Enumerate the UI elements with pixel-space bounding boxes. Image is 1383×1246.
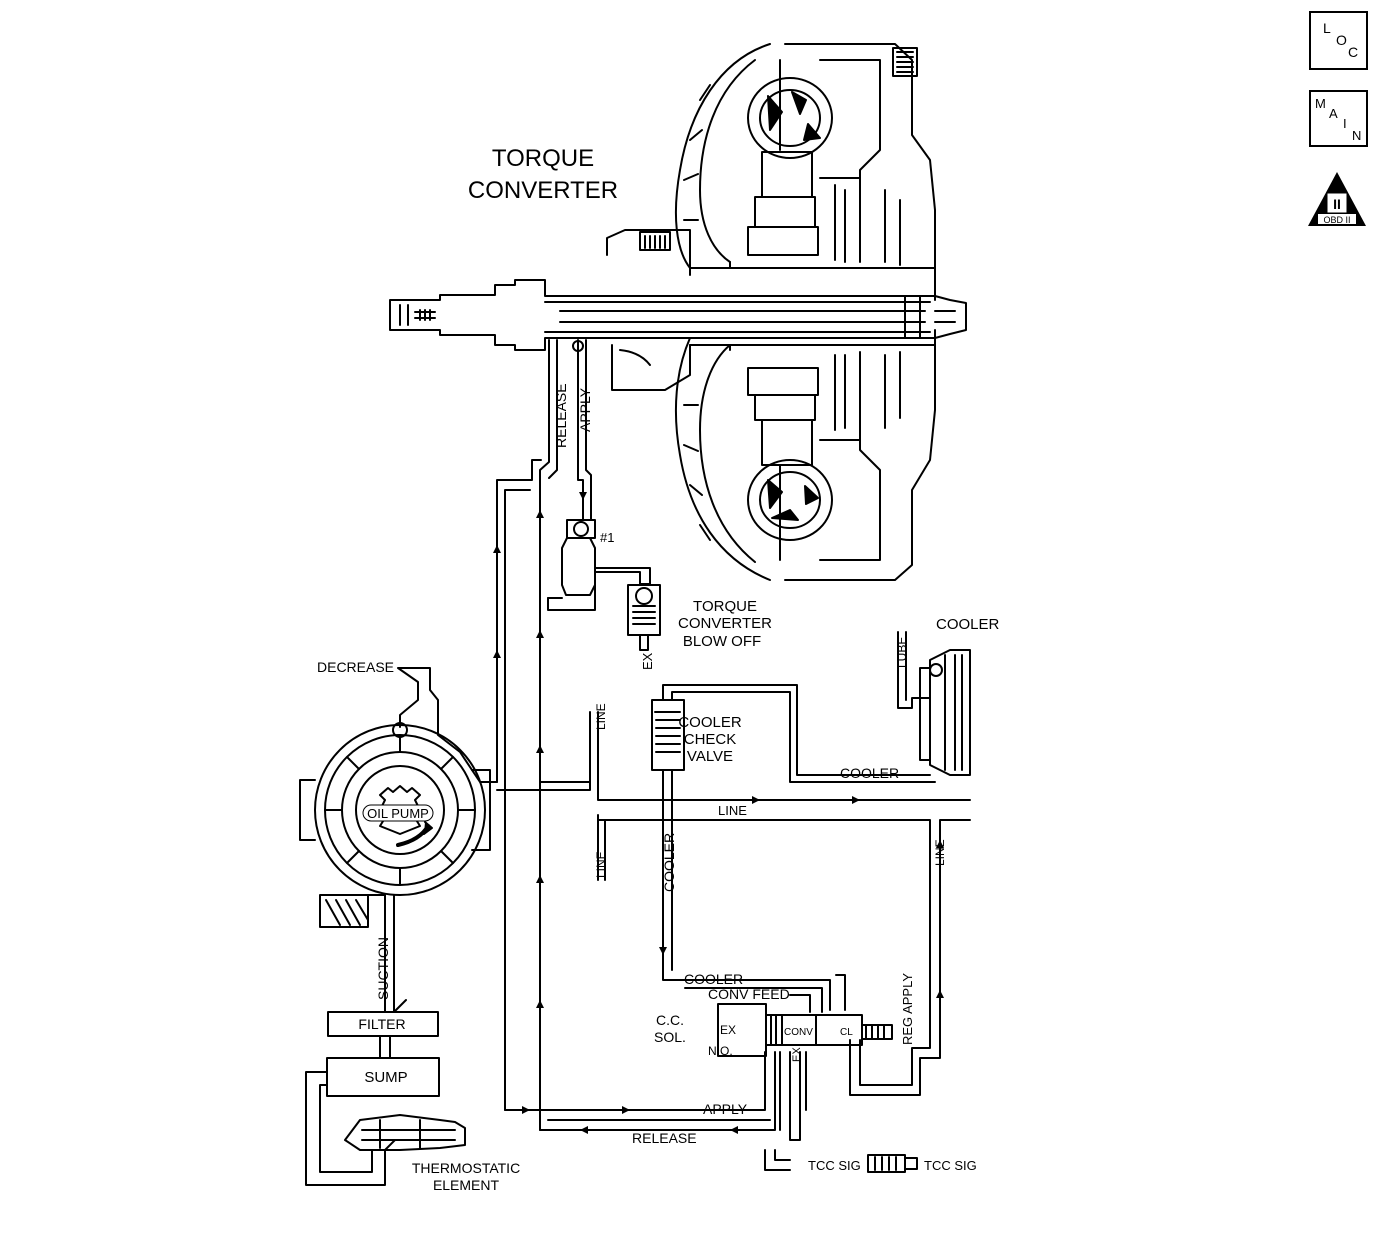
obd-ii-button[interactable]: II OBD II xyxy=(1306,170,1368,228)
valve-exhaust-label: EX xyxy=(791,1047,803,1062)
cooler-line-label: COOLER xyxy=(840,765,899,781)
obd-ii-warning-icon: II OBD II xyxy=(1308,172,1366,226)
solenoid-no-label: N.O. xyxy=(708,1044,733,1058)
cooler-check-valve-line2: CHECK xyxy=(684,731,737,748)
conv-valve-label: CONV xyxy=(784,1027,813,1038)
line-label-horizontal: LINE xyxy=(718,803,747,818)
tcc-valve-solenoid xyxy=(684,974,918,1173)
line-circuits xyxy=(496,711,971,1171)
main-button[interactable]: M A I N xyxy=(1309,90,1368,147)
lube-label: LUBE xyxy=(895,637,909,668)
filter-label: FILTER xyxy=(358,1016,405,1032)
thermostatic-label-line1: THERMOSTATIC xyxy=(412,1160,520,1176)
loc-button[interactable]: L O C xyxy=(1309,11,1368,70)
main-letter-i: I xyxy=(1343,116,1347,131)
loc-icon: L O C xyxy=(1309,11,1368,70)
blowoff-label-line1: TORQUE xyxy=(693,598,757,615)
tcc-sig-label-left: TCC SIG xyxy=(808,1158,861,1173)
cooler-label-vertical: COOLER xyxy=(661,833,677,892)
line-label-lower: LINE xyxy=(594,851,608,878)
cooler-label-valve: COOLER xyxy=(684,971,743,987)
cooler-check-valve-line3: VALVE xyxy=(687,748,733,765)
blowoff-label-line2: CONVERTER xyxy=(678,615,772,632)
apply-label-bottom: APPLY xyxy=(703,1101,748,1117)
torque-converter-drawing xyxy=(389,43,967,581)
tcc-sig-label-right: TCC SIG xyxy=(924,1158,977,1173)
reg-apply-label: REG APPLY xyxy=(900,973,915,1045)
loc-letter-l: L xyxy=(1323,20,1331,36)
flow-arrows xyxy=(493,492,944,1134)
decrease-label: DECREASE xyxy=(317,659,394,675)
release-label-bottom: RELEASE xyxy=(632,1130,697,1146)
cooler-unit-label: COOLER xyxy=(936,616,1000,633)
apply-label-vertical: APPLY xyxy=(577,387,593,432)
release-label-vertical: RELEASE xyxy=(553,383,569,448)
line-label-right: LINE xyxy=(933,839,947,866)
suction-label: SUCTION xyxy=(375,937,391,1000)
solenoid-ex-label: EX xyxy=(720,1023,736,1037)
check-ball-number: #1 xyxy=(600,530,614,545)
cooler-check-valve-line1: COOLER xyxy=(678,714,742,731)
obd-text: OBD II xyxy=(1323,215,1350,225)
main-letter-n: N xyxy=(1352,128,1361,143)
main-letter-m: M xyxy=(1315,96,1326,111)
oil-pump-drawing xyxy=(299,667,498,1186)
line-label-upper: LINE xyxy=(594,703,608,730)
thermostatic-label-line2: ELEMENT xyxy=(433,1177,500,1193)
oil-pump-label: OIL PUMP xyxy=(367,806,429,821)
sump-label: SUMP xyxy=(364,1069,407,1086)
oil-pump-tag xyxy=(362,804,434,822)
main-letter-a: A xyxy=(1329,106,1338,121)
obd-numeral: II xyxy=(1333,196,1341,212)
conv-feed-label: CONV FEED xyxy=(708,986,790,1002)
main-icon: M A I N xyxy=(1309,90,1368,147)
cl-valve-label: CL xyxy=(840,1027,853,1038)
diagram-title-line1: TORQUE xyxy=(492,145,594,172)
cc-sol-label-line2: SOL. xyxy=(654,1029,686,1045)
cooler-circuit xyxy=(651,631,971,981)
loc-letter-c: C xyxy=(1348,44,1358,60)
blowoff-exhaust-label: EX xyxy=(640,652,655,670)
diagram-title-line2: CONVERTER xyxy=(468,177,618,204)
release-apply-passages xyxy=(496,339,661,1131)
blowoff-label-line3: BLOW OFF xyxy=(683,633,761,650)
cc-sol-label-line1: C.C. xyxy=(656,1012,684,1028)
loc-letter-o: O xyxy=(1336,32,1347,48)
